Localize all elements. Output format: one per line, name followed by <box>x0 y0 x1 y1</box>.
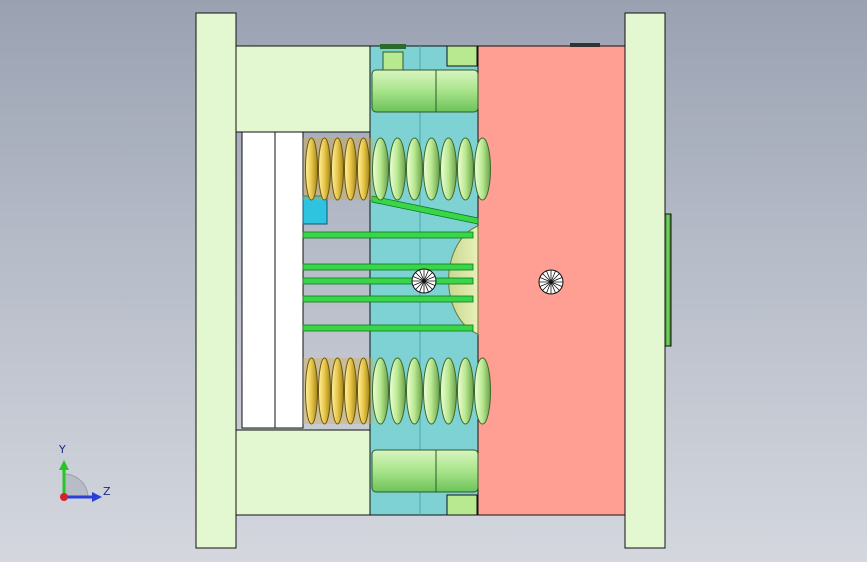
top-cavity-screw <box>570 43 600 47</box>
triad-z-label: Z <box>103 485 111 498</box>
ejector-plate[interactable] <box>274 131 304 429</box>
triad-x-axis <box>60 493 68 501</box>
spring-coil <box>305 357 318 425</box>
cavity-center-marker <box>538 269 564 295</box>
spring-coil <box>406 357 423 425</box>
spring-coil <box>457 137 474 201</box>
locating-ring[interactable] <box>664 213 672 347</box>
ejector-pins[interactable] <box>302 231 474 332</box>
lower-guide-pillar[interactable] <box>371 449 479 493</box>
ejector-retainer-plate[interactable] <box>241 131 276 429</box>
spring-coil <box>305 137 318 201</box>
spring-coil <box>406 137 423 201</box>
angled-return-pin[interactable] <box>371 195 479 225</box>
spring-coil <box>357 137 370 201</box>
left-clamp-plate[interactable] <box>195 12 237 549</box>
stop-block <box>302 195 328 225</box>
triad-plane-icon <box>63 473 89 498</box>
triad-y-label: Y <box>59 443 66 456</box>
spring-coil <box>357 357 370 425</box>
core-center-marker <box>411 268 437 294</box>
spring-coil <box>423 137 440 201</box>
spring-coil <box>331 357 344 425</box>
spring-coil <box>423 357 440 425</box>
spring-coil <box>389 357 406 425</box>
spring-coil <box>318 357 331 425</box>
spring-coil <box>457 357 474 425</box>
spring-coil <box>372 137 389 201</box>
spring-coil <box>440 357 457 425</box>
spring-coil <box>372 357 389 425</box>
spring-coil <box>474 357 491 425</box>
upper-spacer-block[interactable] <box>235 45 371 133</box>
right-clamp-plate[interactable] <box>624 12 666 549</box>
lower-spacer-block[interactable] <box>235 429 371 516</box>
spring-coil <box>389 137 406 201</box>
spring-coil <box>344 357 357 425</box>
spring-coil <box>331 137 344 201</box>
lower-return-spring[interactable] <box>303 357 491 425</box>
upper-locating-pin <box>382 51 404 71</box>
upper-bolt-head <box>446 45 478 67</box>
lower-bolt-head <box>446 494 478 516</box>
spring-coil <box>344 137 357 201</box>
spring-coil <box>318 137 331 201</box>
upper-return-spring[interactable] <box>303 137 491 201</box>
spring-coil <box>474 137 491 201</box>
spring-coil <box>440 137 457 201</box>
coordinate-triad <box>59 460 102 502</box>
upper-guide-pillar[interactable] <box>371 69 479 113</box>
top-screw-slot <box>380 44 406 49</box>
